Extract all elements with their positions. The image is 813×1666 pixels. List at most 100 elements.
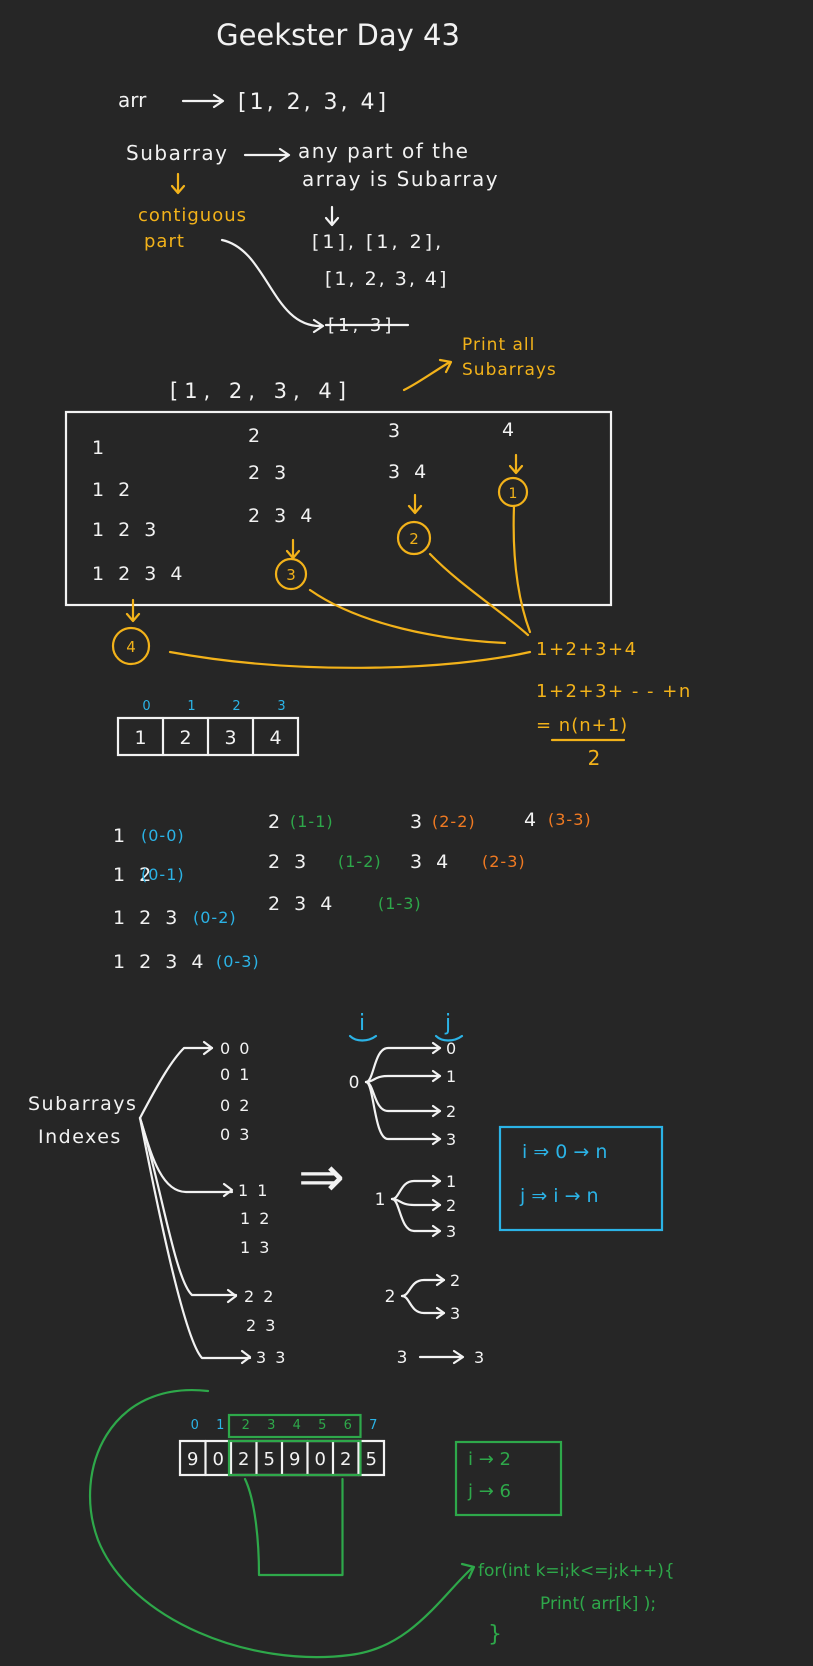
example-array-index: 5 bbox=[318, 1418, 326, 1433]
example-array-value: 2 bbox=[238, 1449, 249, 1470]
index-array-index: 0 bbox=[142, 699, 150, 714]
tree-i-value: 0 bbox=[349, 1073, 360, 1093]
example-array-value: 9 bbox=[289, 1449, 300, 1470]
index-array-value: 1 bbox=[134, 727, 146, 749]
tree-j-branch bbox=[390, 1179, 442, 1201]
index-array-index: 2 bbox=[232, 699, 240, 714]
definition-line-2: array is Subarray bbox=[302, 167, 499, 191]
subarray-c2-r1: 2 bbox=[248, 425, 260, 447]
loop-rule-box bbox=[498, 1125, 664, 1232]
tree-index-pair: 2 2 bbox=[244, 1287, 273, 1306]
example-range-highlight-values bbox=[227, 1439, 362, 1477]
tree-j-branch bbox=[400, 1294, 446, 1315]
tree-index-pair: 1 3 bbox=[240, 1238, 269, 1257]
range-values: 2 3 bbox=[268, 851, 306, 873]
tree-j-arrowhead bbox=[431, 1069, 442, 1083]
subarray-c3-r2: 3 4 bbox=[388, 461, 426, 483]
sum-link-2 bbox=[428, 552, 530, 637]
print-all-note-2: Subarrays bbox=[462, 360, 557, 380]
tree-branch bbox=[138, 1116, 238, 1297]
subarray-c2-r3: 2 3 4 bbox=[248, 505, 312, 527]
subarray-c3-r1: 3 bbox=[388, 420, 400, 442]
example-loop-curve bbox=[89, 1388, 476, 1659]
example-array-index: 7 bbox=[369, 1418, 377, 1433]
tree-j-value: 1 bbox=[446, 1172, 456, 1191]
tree-index-pair: 0 2 bbox=[220, 1096, 249, 1115]
tree-j-value: 1 bbox=[446, 1067, 456, 1086]
tree-j-underline bbox=[434, 1034, 464, 1042]
contiguous-line-2: part bbox=[144, 231, 185, 252]
range-label: (1-1) bbox=[290, 812, 334, 831]
code-line-2: Print( arr[k] ); bbox=[540, 1594, 656, 1614]
definition-arrow bbox=[243, 147, 291, 163]
tree-i-value: 3 bbox=[397, 1348, 408, 1368]
contiguous-arrow bbox=[170, 172, 186, 195]
range-values: 2 3 4 bbox=[268, 893, 332, 915]
range-values: 2 bbox=[268, 811, 280, 833]
subarray-c1-r1: 1 bbox=[92, 437, 104, 459]
print-all-arrow bbox=[402, 358, 453, 392]
tree-i-value: 1 bbox=[375, 1190, 386, 1210]
tree-implies-arrow: ⇒ bbox=[298, 1145, 345, 1210]
range-values: 3 4 bbox=[410, 851, 448, 873]
example-array-value: 2 bbox=[340, 1449, 351, 1470]
example-array-index: 4 bbox=[293, 1418, 301, 1433]
range-values: 1 2 3 bbox=[113, 907, 177, 929]
count-arrow-3 bbox=[285, 538, 301, 560]
subarray-c4-r1: 4 bbox=[502, 419, 514, 441]
tree-branch bbox=[138, 1046, 214, 1120]
count-1: 1 bbox=[509, 486, 518, 502]
subarray-label: Subarray bbox=[126, 141, 229, 165]
tree-i-underline bbox=[348, 1034, 378, 1042]
tree-index-pairs: 0 00 10 20 31 11 21 32 22 33 3 bbox=[138, 1039, 285, 1367]
tree-branch-arrowhead bbox=[222, 1182, 234, 1198]
tree-index-pair: 0 1 bbox=[220, 1065, 249, 1084]
tree-j-arrowhead bbox=[431, 1132, 442, 1146]
tree-branch-arrowhead bbox=[240, 1349, 252, 1365]
example-array-index: 3 bbox=[267, 1418, 275, 1433]
tree-label-line-2: Indexes bbox=[38, 1126, 122, 1148]
count-circle-2 bbox=[396, 520, 432, 556]
page-title: Geekster Day 43 bbox=[216, 18, 460, 52]
arr-label: arr bbox=[118, 88, 147, 112]
count-arrow-2 bbox=[407, 493, 423, 515]
code-line-3: } bbox=[488, 1622, 502, 1647]
tree-j-arrowhead bbox=[452, 1349, 465, 1365]
sum-link-1 bbox=[512, 504, 532, 634]
examples-arrow bbox=[324, 205, 340, 227]
tree-branch bbox=[138, 1116, 234, 1194]
example-array-value: 5 bbox=[366, 1449, 377, 1470]
examples-line-2: [1, 2, 3, 4] bbox=[325, 268, 448, 290]
range-label: (0-1) bbox=[141, 865, 185, 884]
subarray-c1-r3: 1 2 3 bbox=[92, 519, 156, 541]
loop-rule-j: j ⇒ i → n bbox=[519, 1185, 599, 1207]
definition-line-1: any part of the bbox=[298, 139, 469, 163]
tree-j-branch bbox=[364, 1080, 442, 1141]
tree-index-pair: 1 2 bbox=[240, 1209, 269, 1228]
count-4: 4 bbox=[126, 638, 136, 656]
tree-index-pair: 0 0 bbox=[220, 1039, 249, 1058]
loop-rule-i: i ⇒ 0 → n bbox=[522, 1141, 607, 1163]
print-all-array: [1, 2, 3, 4] bbox=[170, 379, 352, 403]
tree-j-value: 2 bbox=[446, 1196, 456, 1215]
range-values: 1 bbox=[113, 825, 125, 847]
tree-label-line-1: Subarrays bbox=[28, 1093, 137, 1115]
range-values: 3 bbox=[410, 811, 422, 833]
example-array-index: 2 bbox=[242, 1418, 250, 1433]
sum-line-1: 1+2+3+4 bbox=[536, 639, 638, 660]
tree-j-value: 3 bbox=[446, 1130, 456, 1149]
count-markers: 4 3 2 1 bbox=[111, 453, 532, 669]
tree-j-value: 2 bbox=[450, 1271, 460, 1290]
example-range-bracket bbox=[243, 1477, 344, 1577]
range-label: (3-3) bbox=[548, 810, 592, 829]
index-array-value: 3 bbox=[224, 727, 236, 749]
index-array-index: 3 bbox=[277, 699, 285, 714]
arr-arrow bbox=[181, 93, 225, 109]
example-j-line: j → 6 bbox=[467, 1481, 511, 1502]
tree-branch-arrowhead bbox=[226, 1288, 238, 1304]
range-label: (0-0) bbox=[141, 826, 185, 845]
